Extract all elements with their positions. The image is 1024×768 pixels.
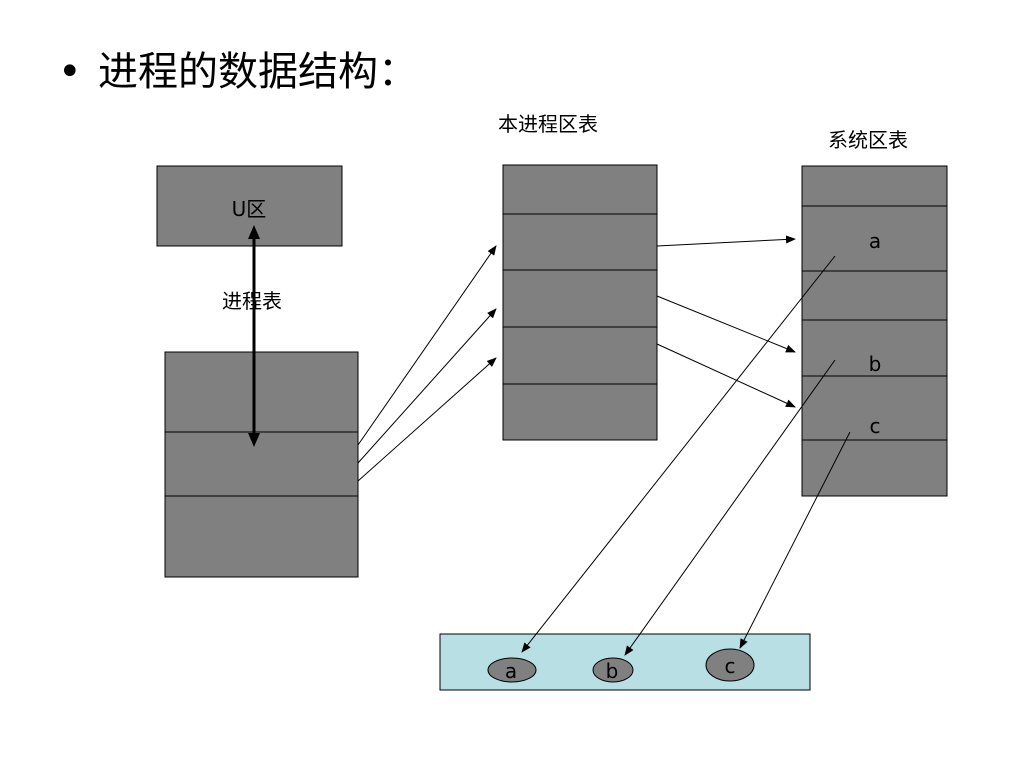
system-entry-a: a: [869, 229, 881, 253]
process-table: [164, 351, 359, 578]
system-region-table-label: 系统区表: [828, 128, 908, 152]
memory-region-a-label: a: [505, 659, 517, 683]
process-region-table-box: [502, 164, 658, 441]
process-region-table-label: 本进程区表: [498, 112, 598, 136]
system-to-memory-arrow-a: [521, 255, 836, 653]
u-area-label: U区: [232, 197, 267, 221]
memory-region-c-label: c: [725, 654, 736, 678]
memory-region-b: [592, 657, 634, 683]
process-table-box: [164, 351, 359, 578]
slide-title: • 进程的数据结构：: [58, 40, 418, 104]
process-region-table: [502, 164, 658, 441]
region-to-system-arrow: [656, 235, 796, 247]
memory-region-b-label: b: [606, 659, 619, 683]
system-to-memory-arrow-c: [739, 431, 851, 649]
bullet: •: [58, 49, 82, 95]
system-entry-b: b: [869, 352, 882, 376]
title-text: 进程的数据结构：: [98, 49, 418, 95]
system-to-memory-arrow-b: [624, 359, 836, 656]
system-region-table: a b c: [801, 165, 948, 497]
region-to-system-arrow: [656, 295, 796, 353]
memory-region-c: [705, 648, 755, 682]
process-to-region-arrow: [357, 308, 497, 464]
system-entry-c: c: [870, 414, 881, 438]
region-to-system-arrow: [656, 343, 796, 408]
process-to-region-arrow: [357, 245, 497, 446]
process-to-region-arrow: [357, 357, 497, 482]
memory-region-a: [487, 657, 537, 683]
system-region-table-box: [801, 165, 948, 497]
